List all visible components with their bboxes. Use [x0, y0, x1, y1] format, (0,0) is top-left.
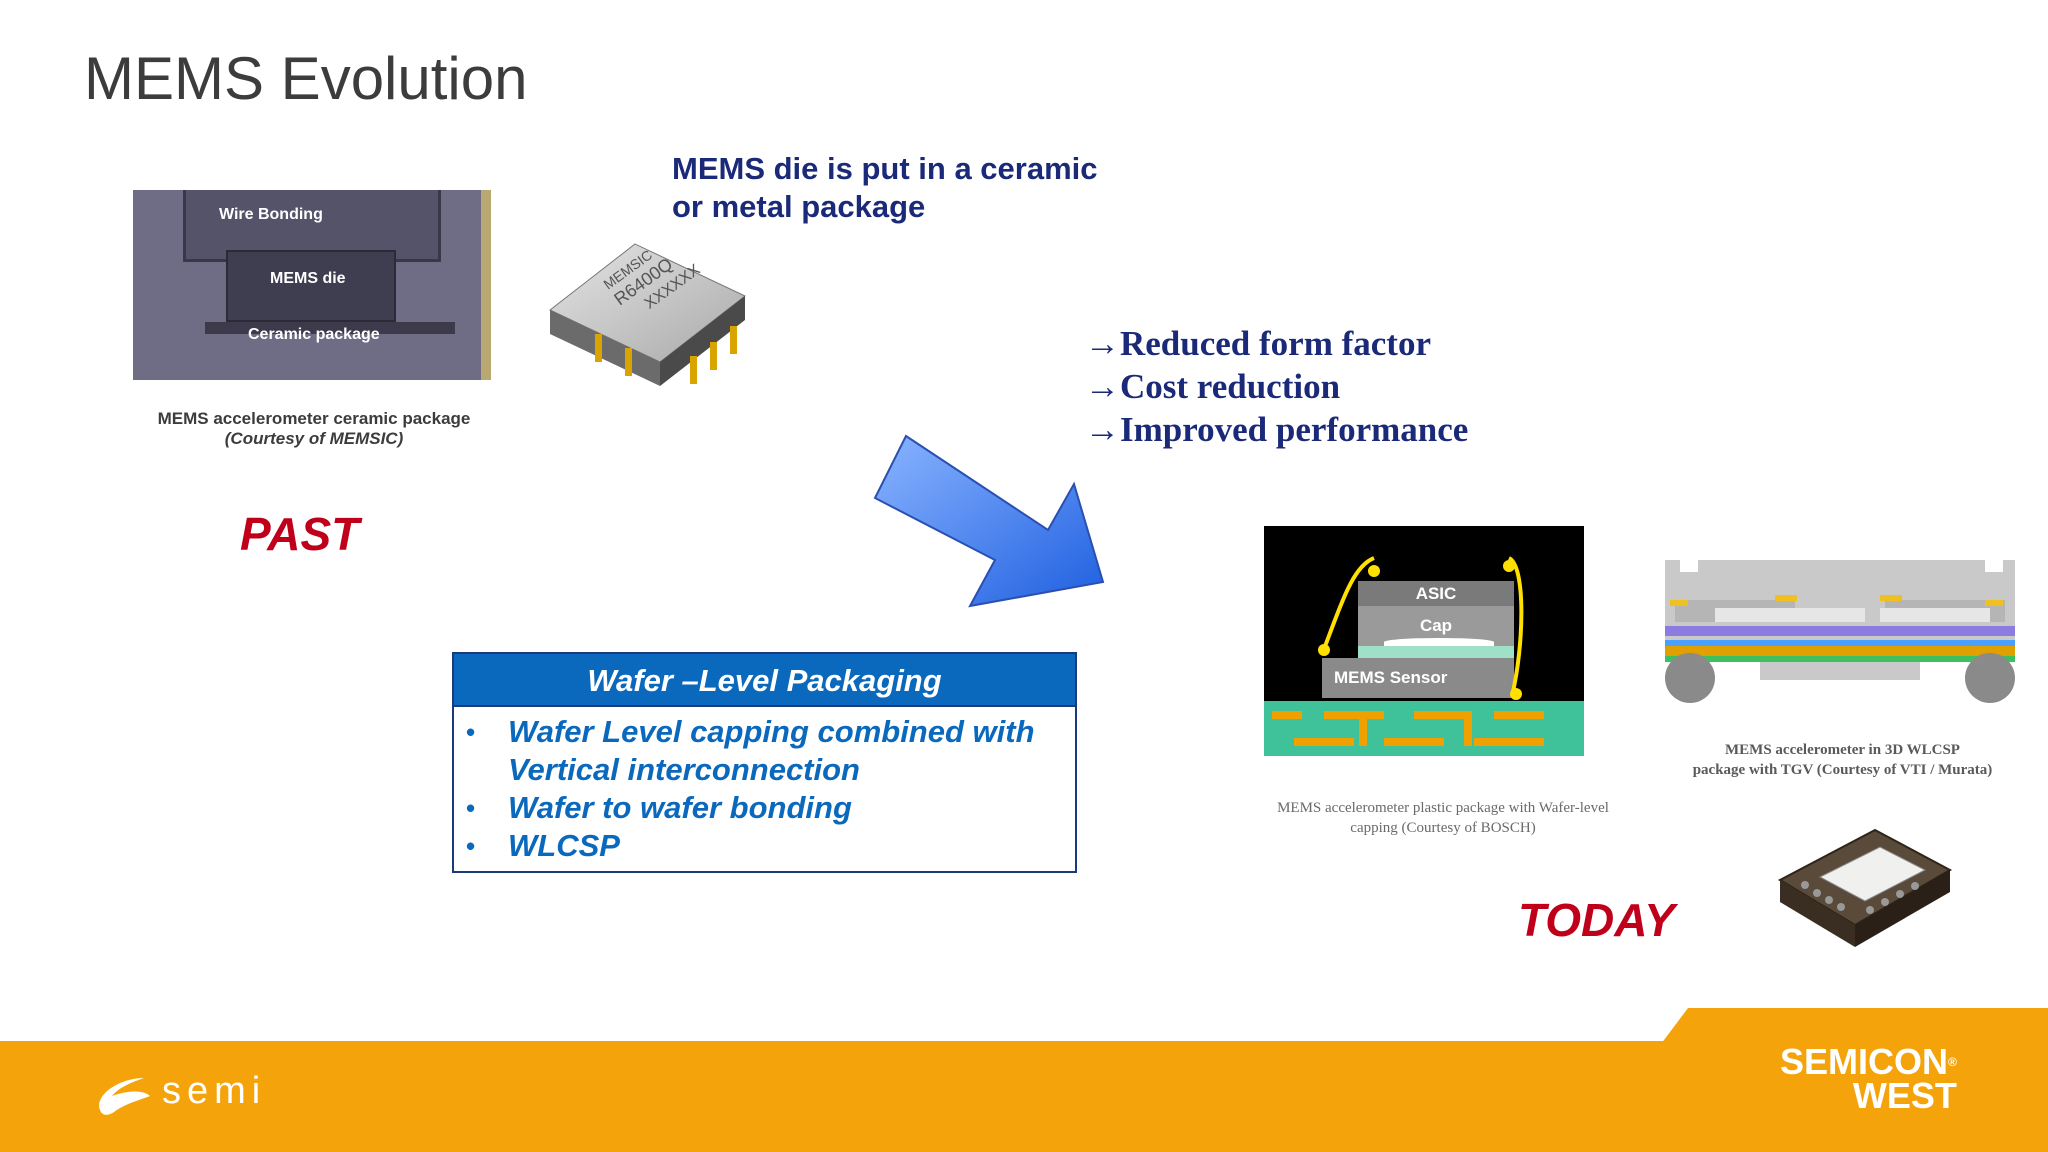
wlp-list-item: •Wafer to wafer bonding [466, 790, 852, 825]
wlp-header: Wafer –Level Packaging [454, 654, 1075, 707]
bosch-caption-line2: capping (Courtesy of BOSCH) [1350, 820, 1536, 836]
bosch-caption-line1: MEMS accelerometer plastic package with … [1277, 800, 1609, 816]
benefits-list: →Reduced form factor →Cost reduction →Im… [1085, 322, 1468, 451]
bullet-icon: • [466, 793, 476, 823]
mems-sensor-block: MEMS Sensor [1322, 658, 1514, 698]
ceramic-caption-line1: MEMS accelerometer ceramic package [157, 409, 471, 428]
semicon-text: SEMICON [1780, 1041, 1949, 1082]
past-label: PAST [240, 508, 360, 560]
ceramic-caption: MEMS accelerometer ceramic package (Cour… [113, 409, 515, 449]
bullet-icon: • [466, 717, 476, 747]
today-label: TODAY [1518, 894, 1675, 946]
vti-caption-line1: MEMS accelerometer in 3D WLCSP [1725, 742, 1960, 758]
intro-line1: MEMS die is put in a ceramic [672, 151, 1098, 186]
arrow-icon: → [1085, 410, 1120, 449]
ceramic-package-label: Ceramic package [248, 326, 380, 343]
asic-block: ASIC [1358, 581, 1514, 606]
ceramic-caption-line2: (Courtesy of MEMSIC) [224, 429, 404, 448]
semi-logo-text: semi [162, 1070, 267, 1112]
arrow-icon: → [1085, 367, 1120, 406]
package-ledge [205, 322, 455, 334]
ceramic-package-photo: Wire Bonding MEMS die Ceramic package [133, 190, 491, 380]
wlp-list-item-continued: Vertical interconnection [508, 752, 860, 787]
vti-caption-line2: package with TGV (Courtesy of VTI / Mura… [1692, 762, 1993, 778]
bond-wires [1318, 556, 1524, 700]
mems-die-shape [226, 250, 396, 322]
ceramic-chip-image: MEMSIC R6400Q XXXXXX [549, 243, 746, 386]
footer-band [0, 1041, 2048, 1152]
wlp-list-item: •Wafer Level capping combined with [466, 714, 1035, 749]
wlp-list: •Wafer Level capping combined with Verti… [454, 707, 1075, 865]
bosch-caption: MEMS accelerometer plastic package with … [1238, 798, 1648, 838]
wlp-list-item: •WLCSP [466, 828, 620, 863]
west-text: WEST [1852, 1075, 1957, 1116]
mems-die-label: MEMS die [270, 270, 346, 287]
semicon-west-logo: SEMICON® WEST [1780, 1044, 1957, 1116]
vti-caption: MEMS accelerometer in 3D WLCSP package w… [1650, 740, 2035, 780]
wire-bonding-label: Wire Bonding [219, 206, 323, 223]
package-rim [481, 190, 491, 380]
bosch-cross-section: MEMS Sensor Cap ASIC [1264, 526, 1584, 756]
vti-cross-section [1665, 560, 2015, 703]
benefit-item: →Reduced form factor [1085, 324, 1432, 363]
benefit-item: →Improved performance [1085, 410, 1469, 449]
slide-title: MEMS Evolution [84, 45, 528, 112]
intro-line2: or metal package [672, 189, 926, 224]
semi-swoosh-icon [99, 1078, 150, 1115]
intro-heading: MEMS die is put in a ceramic or metal pa… [672, 150, 1098, 226]
semi-logo: semi [92, 1068, 302, 1120]
arrow-icon: → [1085, 324, 1120, 363]
pcb-substrate [1264, 701, 1584, 756]
bullet-icon: • [466, 831, 476, 861]
wlp-box: Wafer –Level Packaging •Wafer Level capp… [452, 652, 1077, 873]
wlcsp-chip-image [1777, 828, 1953, 947]
benefit-item: →Cost reduction [1085, 367, 1341, 406]
registered-mark: ® [1948, 1055, 1957, 1069]
big-arrow-icon [873, 434, 1105, 608]
